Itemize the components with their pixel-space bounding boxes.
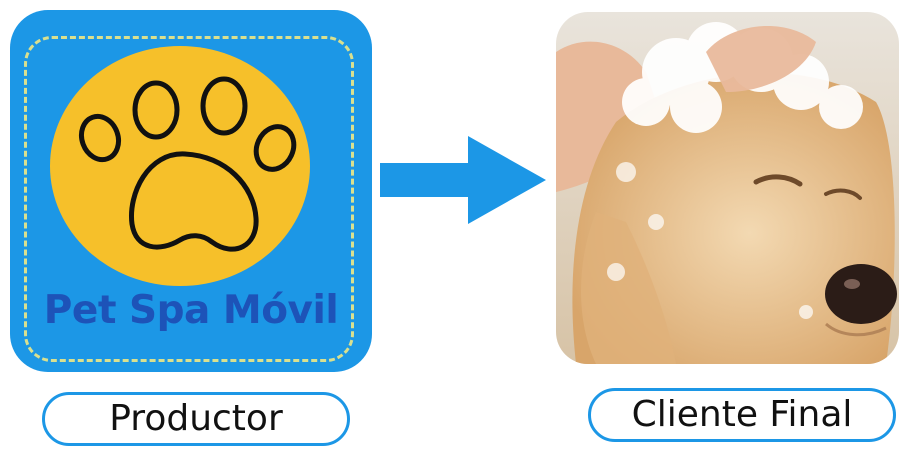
- consumer-label: Cliente Final: [588, 388, 896, 442]
- brand-name: Pet Spa Móvil: [10, 288, 372, 333]
- paw-print-icon: [50, 46, 310, 286]
- pet-spa-logo: Pet Spa Móvil: [10, 10, 372, 372]
- producer-label: Productor: [42, 392, 350, 446]
- dog-bath-illustration: [556, 12, 899, 364]
- right-arrow-icon: [380, 136, 546, 224]
- dog-bath-photo: [556, 12, 899, 364]
